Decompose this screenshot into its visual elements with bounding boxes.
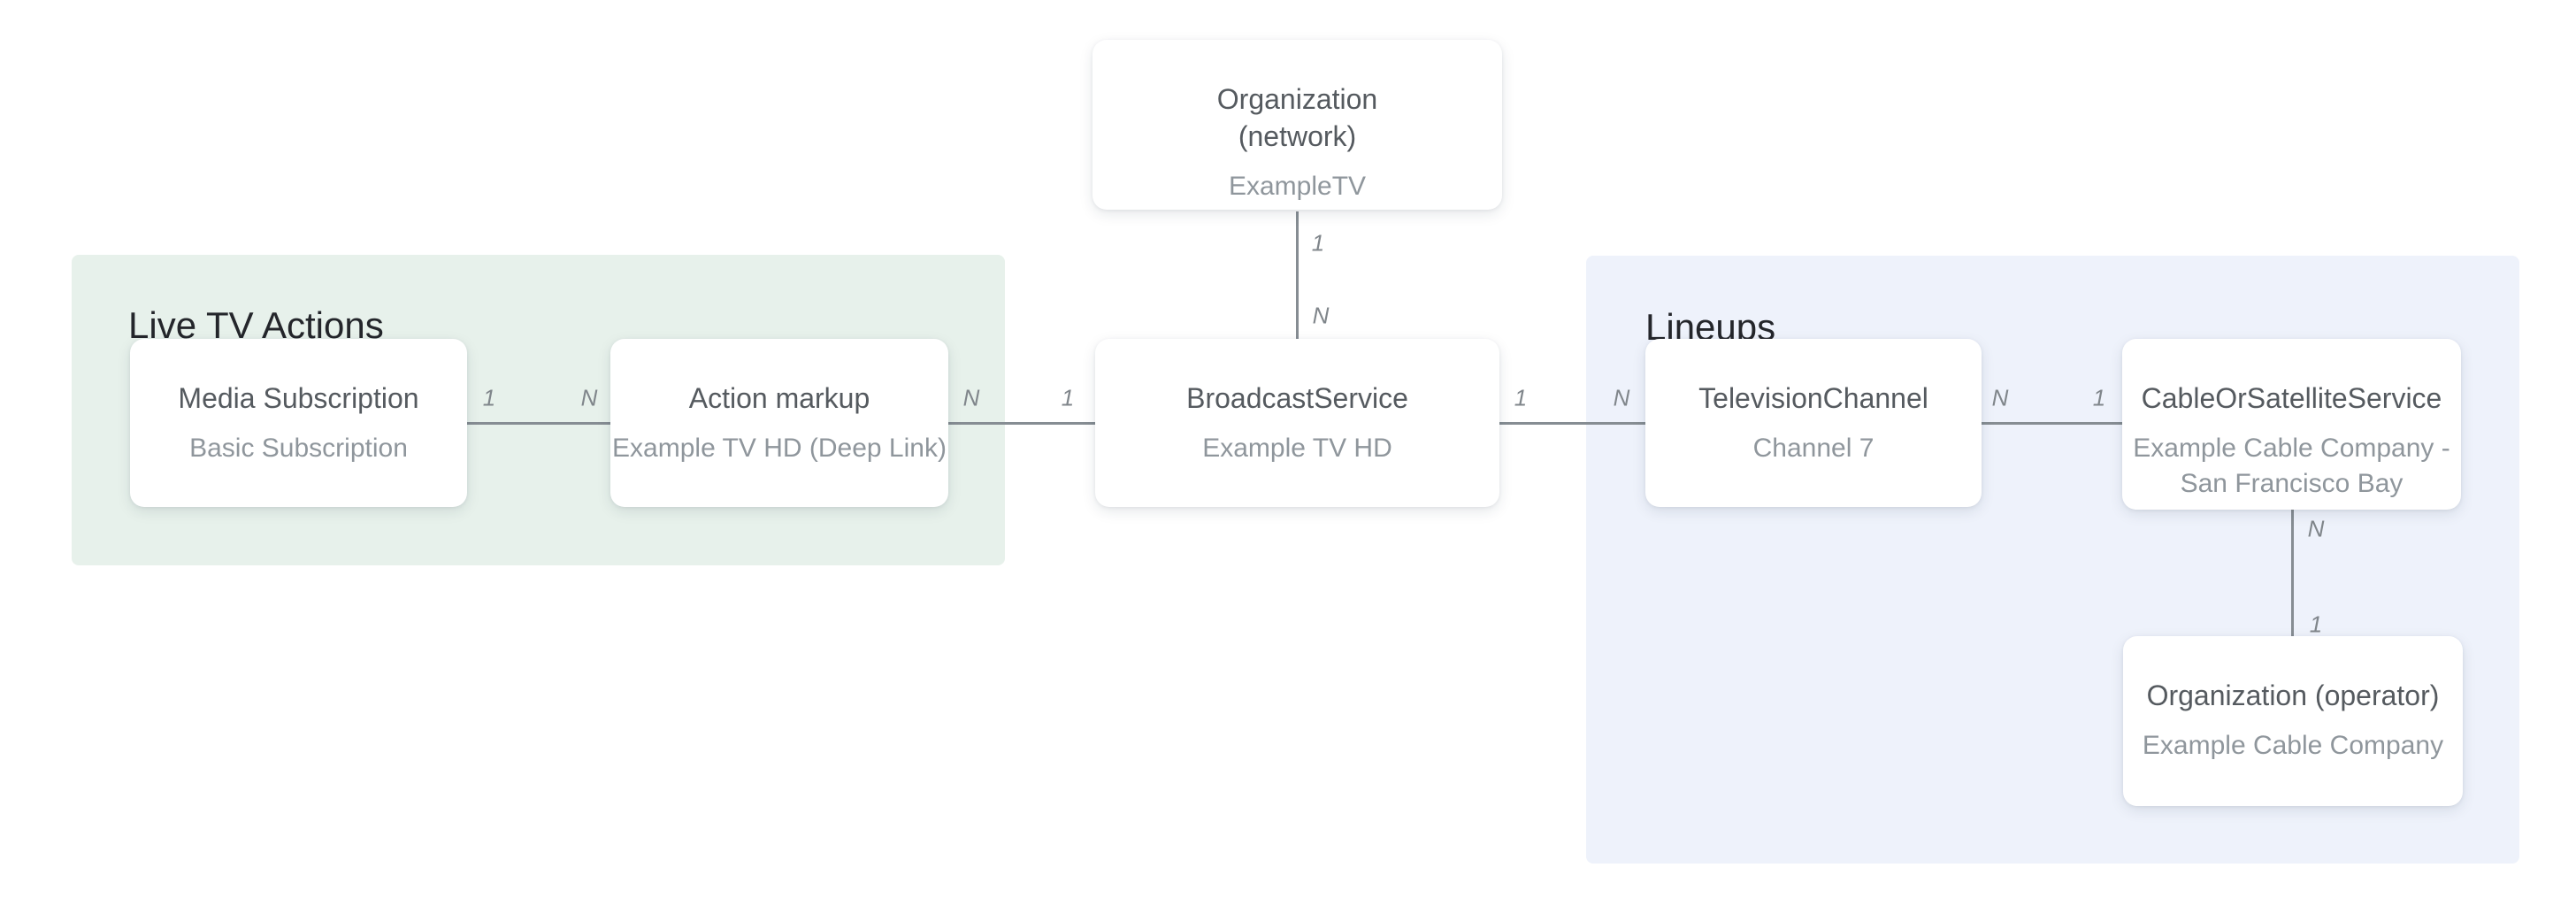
node-television-channel: TelevisionChannel Channel 7	[1645, 339, 1982, 507]
cardinality-cable-operator-end: 1	[2309, 610, 2323, 638]
node-subtitle: ExampleTV	[1228, 172, 1367, 201]
edge-action-broadcast-line	[948, 422, 1095, 425]
node-title: Organization (network)	[1216, 83, 1378, 152]
node-broadcast-service: BroadcastService Example TV HD	[1095, 339, 1499, 507]
cardinality-network-broadcast-end: N	[1312, 302, 1330, 329]
cardinality-channel-cable-end: 1	[2092, 384, 2106, 411]
edge-cable-operator-line	[2291, 510, 2294, 636]
node-title: Organization (operator)	[2146, 680, 2440, 711]
node-organization-operator: Organization (operator) Example Cable Co…	[2123, 636, 2463, 806]
node-cable-or-satellite-service: CableOrSatelliteService Example Cable Co…	[2122, 339, 2461, 510]
cardinality-broadcast-channel-end: N	[1613, 384, 1630, 411]
cardinality-channel-cable-start: N	[1991, 384, 2009, 411]
node-title: TelevisionChannel	[1698, 382, 1928, 414]
node-subtitle: Example TV HD (Deep Link)	[612, 434, 947, 463]
cardinality-media-action-end: N	[580, 384, 598, 411]
edge-media-action-line	[467, 422, 610, 425]
node-subtitle: Example TV HD	[1202, 434, 1392, 463]
cardinality-broadcast-channel-start: 1	[1514, 384, 1528, 411]
node-title: CableOrSatelliteService	[2141, 382, 2442, 414]
node-subtitle: Example Cable Company - San Francisco Ba…	[2133, 434, 2450, 498]
node-title: Action markup	[688, 382, 870, 414]
edge-broadcast-channel-line	[1499, 422, 1645, 425]
node-action-markup: Action markup Example TV HD (Deep Link)	[610, 339, 948, 507]
node-subtitle: Example Cable Company	[2142, 731, 2444, 760]
cardinality-action-broadcast-end: 1	[1061, 384, 1075, 411]
cardinality-network-broadcast-start: 1	[1311, 229, 1325, 257]
section-title-live-tv-actions: Live TV Actions	[128, 303, 384, 346]
cardinality-action-broadcast-start: N	[962, 384, 980, 411]
node-media-subscription: Media Subscription Basic Subscription	[130, 339, 467, 507]
node-subtitle: Basic Subscription	[189, 434, 408, 463]
node-organization-network: Organization (network) ExampleTV	[1092, 40, 1502, 210]
cardinality-media-action-start: 1	[482, 384, 496, 411]
cardinality-cable-operator-start: N	[2307, 515, 2325, 542]
node-subtitle: Channel 7	[1752, 434, 1874, 463]
edge-channel-cable-line	[1982, 422, 2122, 425]
node-title: Media Subscription	[178, 382, 419, 414]
node-title: BroadcastService	[1186, 382, 1408, 414]
edge-network-broadcast-line	[1296, 211, 1299, 339]
